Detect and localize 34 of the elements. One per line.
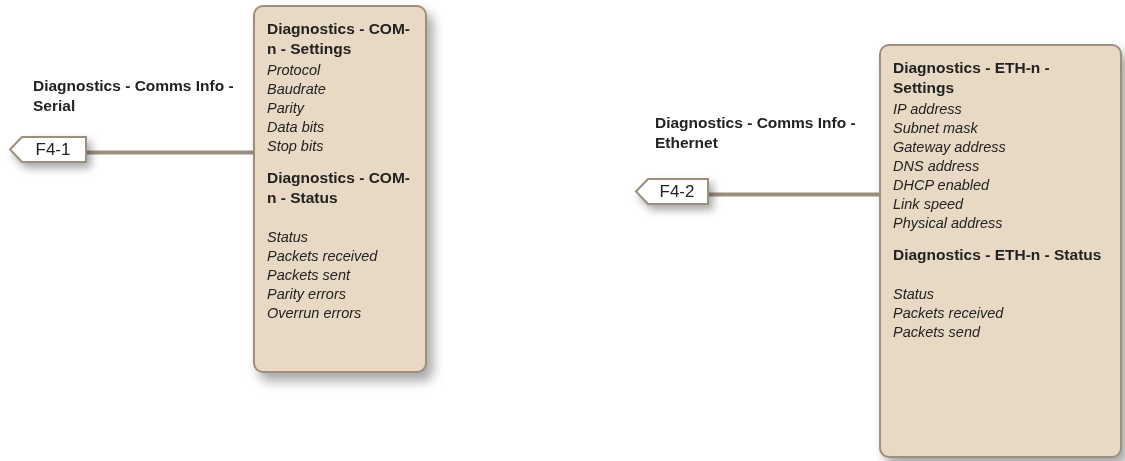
field-name: Packets send bbox=[893, 323, 982, 342]
field-name: Data bits bbox=[267, 118, 326, 137]
field-name: Stop bits bbox=[267, 137, 325, 156]
connector-line bbox=[86, 150, 253, 155]
field-name: Overrun errors bbox=[267, 304, 363, 323]
field-name: DHCP enabled bbox=[893, 176, 991, 195]
connector-line bbox=[708, 192, 879, 197]
section-heading: Diagnostics - ETH-n - Status bbox=[893, 245, 1103, 265]
field-name: Physical address bbox=[893, 214, 1004, 233]
edge-label: Diagnostics - Comms Info - Serial bbox=[33, 76, 235, 116]
field-name: Parity errors bbox=[267, 285, 347, 304]
field-name: IP address bbox=[893, 100, 963, 119]
field-name: Link speed bbox=[893, 195, 965, 214]
info-panel bbox=[879, 44, 1122, 458]
tag-shape bbox=[636, 179, 708, 204]
field-name: Packets sent bbox=[267, 266, 352, 285]
field-name: Status bbox=[893, 285, 936, 304]
field-name: Baudrate bbox=[267, 80, 327, 99]
section-heading: Diagnostics - COM-n - Settings bbox=[267, 19, 411, 59]
field-name: Status bbox=[267, 228, 310, 247]
tag-label: F4-1 bbox=[34, 139, 71, 160]
tag-label: F4-2 bbox=[658, 181, 695, 202]
field-name: Packets received bbox=[267, 247, 379, 266]
edge-label: Diagnostics - Comms Info - Ethernet bbox=[655, 113, 857, 153]
tag-shape bbox=[10, 137, 86, 162]
info-panel bbox=[253, 5, 427, 373]
field-name: Subnet mask bbox=[893, 119, 979, 138]
field-name: Parity bbox=[267, 99, 306, 118]
section-heading: Diagnostics - COM-n - Status bbox=[267, 168, 411, 208]
field-name: DNS address bbox=[893, 157, 981, 176]
field-name: Packets received bbox=[893, 304, 1005, 323]
field-name: Gateway address bbox=[893, 138, 1007, 157]
section-heading: Diagnostics - ETH-n - Settings bbox=[893, 58, 1051, 98]
field-name: Protocol bbox=[267, 61, 322, 80]
